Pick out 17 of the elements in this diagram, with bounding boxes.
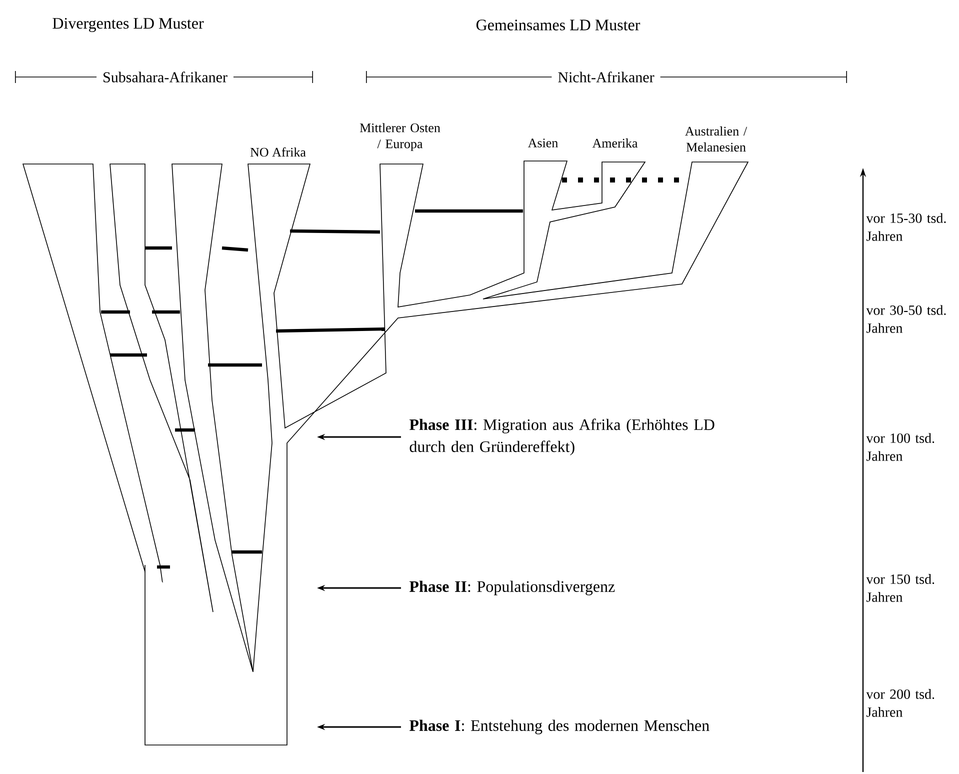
time-label: vor 200 tsd. Jahren bbox=[866, 689, 934, 717]
time-label: vor 150 tsd. Jahren bbox=[866, 574, 934, 602]
region-label: Mittlerer Osten / Europa bbox=[360, 123, 440, 151]
heading: Divergentes LD Muster bbox=[52, 18, 204, 32]
group-label: Subsahara-Afrikaner bbox=[96, 72, 234, 82]
region-label: Amerika bbox=[592, 138, 638, 148]
time-label: vor 30-50 tsd. Jahren bbox=[866, 305, 946, 333]
group-label: Nicht-Afrikaner bbox=[552, 72, 660, 82]
time-label: vor 100 tsd. Jahren bbox=[866, 433, 934, 461]
heading: Gemeinsames LD Muster bbox=[476, 20, 640, 30]
region-label: Australien / Melanesien bbox=[685, 126, 748, 152]
region-label: NO Afrika bbox=[250, 147, 306, 157]
phase-label: Phase II: Populationsdivergenz bbox=[409, 580, 615, 596]
region-label: Asien bbox=[528, 138, 558, 148]
time-label: vor 15-30 tsd. Jahren bbox=[866, 213, 946, 241]
phase-label: Phase I: Entstehung des modernen Menschen bbox=[409, 720, 710, 734]
phase-label: Phase III: Migration aus Afrika (Erhöhtes LD durch den Gründereffekt) bbox=[409, 418, 714, 456]
